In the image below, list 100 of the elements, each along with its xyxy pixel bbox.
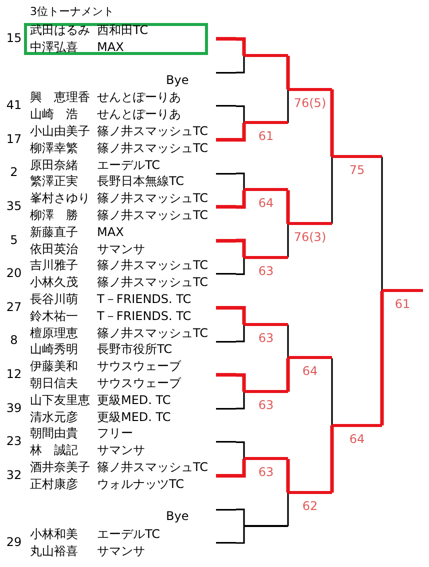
player-name: 興 恵理香: [30, 89, 90, 106]
seed-number: 15: [5, 30, 23, 47]
score-label: 61: [257, 128, 275, 145]
player-name: 長谷川萌: [30, 291, 78, 307]
score-label: 63: [257, 330, 275, 347]
bracket-connector: [236, 459, 246, 478]
player-name: 中澤弘喜: [30, 39, 78, 55]
player-name: 山下友里恵: [30, 392, 90, 408]
bracket-connector: [331, 357, 333, 426]
club-name: エーデルTC: [97, 526, 162, 542]
club-name: サマンサ: [97, 442, 146, 458]
club-name: MAX: [97, 39, 125, 55]
bracket-connector: [330, 425, 334, 494]
bracket-line: [288, 356, 332, 378]
club-name: 篠ノ井スマッシュTC: [97, 257, 210, 274]
player-name: 山崎 浩: [30, 106, 78, 122]
player-name: 原田奈緒: [30, 156, 78, 173]
player-name: 伊藤美和: [30, 358, 78, 374]
score-label: 63: [257, 262, 275, 280]
bracket-connector: [236, 172, 245, 190]
bracket-line: [244, 390, 288, 412]
bracket-connector: [236, 392, 245, 410]
club-name: せんとぽーりあ: [97, 106, 182, 122]
score-label: 75: [348, 162, 366, 179]
seed-number: 8: [9, 332, 19, 350]
score-label: 63: [257, 464, 275, 481]
seed-number: 2: [9, 164, 19, 182]
player-name: 吉川雅子: [30, 257, 78, 274]
player-name: 繁澤正実: [30, 173, 78, 190]
player-name: 丸山裕喜: [30, 543, 78, 559]
player-name: 柳澤幸繁: [30, 140, 78, 156]
player-name: 武田はるみ: [30, 22, 90, 38]
seed-number: 20: [5, 265, 23, 282]
club-name: 篠ノ井スマッシュTC: [97, 140, 210, 156]
bracket-connector: [236, 306, 246, 325]
club-name: サマンサ: [97, 543, 146, 559]
club-name: フリー: [97, 425, 134, 442]
club-name: サウスウェーブ: [97, 375, 182, 391]
bracket-connector: [286, 457, 290, 493]
club-name: 長野市役所TC: [97, 341, 174, 358]
club-name: 篠ノ井スマッシュTC: [97, 207, 210, 223]
player-name: 小山由美子: [30, 123, 90, 139]
club-name: T－FRIENDS. TC: [97, 291, 192, 307]
seed-number: 32: [5, 466, 23, 484]
bracket-connector: [236, 37, 246, 56]
seed-number: 27: [5, 298, 23, 316]
club-name: 長野日本無線TC: [97, 173, 186, 190]
bracket-connector: [236, 508, 245, 526]
bracket-line: [332, 424, 382, 446]
seed-number: 29: [5, 534, 23, 551]
bracket-line: [244, 322, 288, 345]
club-name: せんとぽーりあ: [97, 89, 182, 106]
player-name: 林 誠記: [30, 442, 78, 458]
bracket-line: [332, 154, 382, 177]
bracket-line: [288, 222, 332, 244]
club-name: T－FRIENDS. TC: [97, 308, 192, 324]
title: 3位トーナメント: [30, 4, 114, 20]
club-name: 更級MED. TC: [97, 392, 172, 408]
bracket-line: [244, 525, 288, 528]
player-name: 朝間由貴: [30, 425, 78, 442]
club-name: 篠ノ井スマッシュTC: [97, 123, 210, 139]
bracket-connector: [380, 291, 384, 428]
seed-number: 5: [9, 232, 19, 248]
score-label: 64: [301, 363, 319, 380]
bracket-connector: [236, 238, 246, 258]
bracket-connector: [287, 224, 289, 258]
bracket-line: [288, 88, 332, 110]
club-name: エーデルTC: [97, 156, 162, 173]
bracket-connector: [287, 492, 289, 527]
player-name: 檀原理恵: [30, 324, 78, 341]
bracket-connector: [286, 54, 290, 90]
seed-number: 35: [5, 198, 23, 215]
bracket-connector: [286, 188, 290, 224]
bracket-connector: [236, 123, 246, 142]
bracket-connector: [236, 324, 245, 342]
score-label: 62: [301, 498, 319, 515]
player-name: 山崎秀明: [30, 341, 78, 358]
bracket-connector: [287, 324, 289, 358]
club-name: ウォルナッツTC: [97, 476, 186, 492]
bracket-line: [382, 289, 423, 312]
bracket-connector: [286, 358, 290, 394]
bracket-line: [244, 121, 288, 144]
bracket-line: [244, 54, 288, 58]
score-label: 76(3): [292, 229, 328, 246]
player-name: 柳澤 勝: [30, 207, 78, 223]
club-name: 更級MED. TC: [97, 408, 172, 425]
seed-number: 39: [5, 400, 23, 416]
bracket-line: [244, 457, 288, 480]
seed-number: 23: [5, 433, 23, 450]
club-name: 西和田TC: [97, 22, 150, 38]
player-name: 酒井奈美子: [30, 459, 90, 475]
player-name: 小林久茂: [30, 274, 78, 290]
player-name: 朝日信夫: [30, 375, 78, 391]
bracket-connector: [330, 88, 334, 157]
bracket-connector: [236, 373, 246, 392]
club-name: 篠ノ井スマッシュTC: [97, 274, 210, 290]
bracket-connector: [236, 257, 245, 275]
player-name: 清水元彦: [30, 408, 78, 425]
bracket-line: [244, 188, 288, 210]
score-label: 63: [257, 397, 275, 414]
